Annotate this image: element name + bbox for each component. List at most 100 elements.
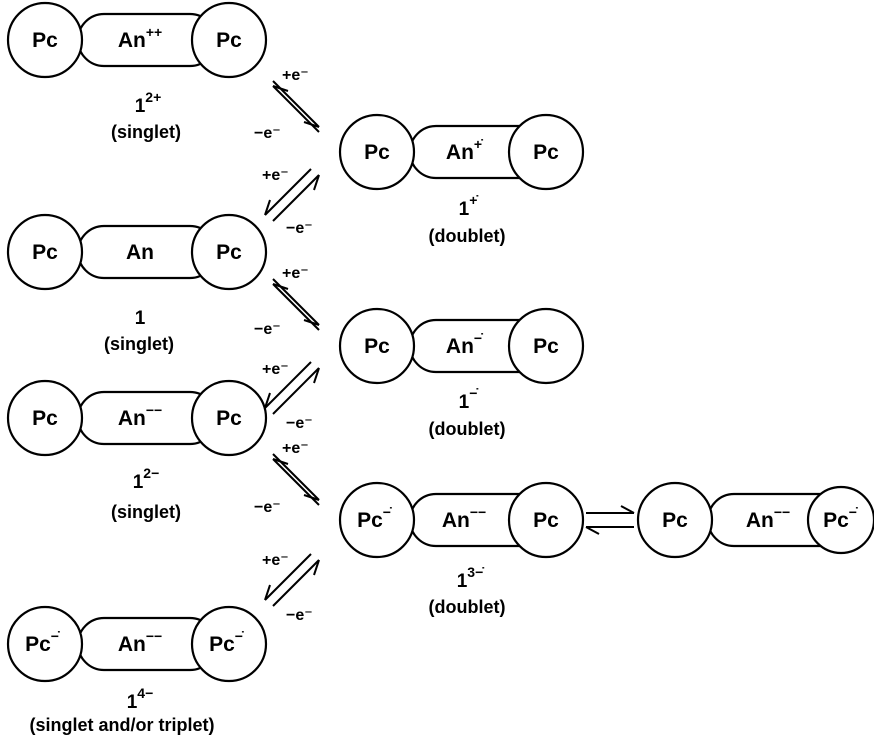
forward-arrow-head (620, 505, 635, 514)
plus-electron-label: +e⁻ (282, 265, 309, 282)
multiplicity-label: (singlet) (104, 334, 174, 354)
plus-electron-label: +e⁻ (262, 361, 289, 378)
minus-electron-label: −e⁻ (286, 607, 313, 624)
species-1-minus: Pc An−̇ Pc 1−̇ (doublet) (338, 307, 585, 439)
pc-left-label: Pc (32, 29, 58, 52)
pc-right-circle (507, 481, 585, 559)
compound-label: 13−̇ (457, 564, 485, 592)
pc-left-label: Pc−̇ (25, 628, 60, 656)
pc-left-label: Pc (364, 335, 390, 358)
pc-right-label: Pc (533, 335, 559, 358)
an-label: An−− (118, 402, 162, 430)
molecule-1-2minus: Pc An−− Pc (6, 379, 268, 457)
tautomer-equilibrium-arrows (585, 505, 635, 535)
molecule-1-4minus: Pc−̇ An−− Pc−̇ (6, 605, 268, 683)
compound-label: 1 (135, 308, 146, 329)
minus-electron-label: −e⁻ (286, 220, 313, 237)
an-label: An−− (746, 504, 790, 532)
pc-left-label: Pc (32, 241, 58, 264)
pc-right-label: Pc (533, 141, 559, 164)
compound-label: 1+̇ (459, 192, 479, 220)
plus-electron-label: +e⁻ (282, 67, 309, 84)
plus-electron-label: +e⁻ (282, 440, 309, 457)
reduction-arrow (264, 361, 312, 409)
reverse-arrow-head (585, 526, 600, 535)
pc-right-circle (190, 605, 268, 683)
multiplicity-label: (singlet) (111, 122, 181, 142)
pc-right-circle (806, 485, 874, 555)
equilibrium-arrows-1: +e⁻ −e⁻ (254, 67, 320, 142)
oxidation-arrow (272, 283, 320, 331)
pc-right-circle (507, 113, 585, 191)
species-1-3minus: Pc−̇ An−− Pc 13−̇ (doublet) (338, 481, 585, 617)
reduction-arrow (264, 168, 312, 216)
an-label: An++ (118, 24, 162, 52)
pc-left-circle (6, 1, 84, 79)
species-1-2minus: Pc An−− Pc 12− (singlet) (6, 379, 268, 522)
species-1-2plus: Pc An++ Pc 12+ (singlet) (6, 1, 268, 142)
species-1-4minus: Pc−̇ An−− Pc−̇ 14− (singlet and/or tripl… (6, 605, 268, 735)
molecule-1-3minus-a: Pc−̇ An−− Pc (338, 481, 585, 559)
oxidation-arrow (272, 458, 320, 506)
pc-right-label: Pc−̇ (823, 504, 858, 532)
an-label: An−− (442, 504, 486, 532)
pc-right-label: Pc (533, 509, 559, 532)
equilibrium-arrows-4: +e⁻ −e⁻ (262, 361, 320, 432)
pc-left-label: Pc (364, 141, 390, 164)
pc-left-circle (6, 605, 84, 683)
pc-left-circle (338, 113, 416, 191)
pc-right-label: Pc−̇ (209, 628, 244, 656)
plus-electron-label: +e⁻ (262, 167, 289, 184)
plus-electron-label: +e⁻ (262, 552, 289, 569)
pc-left-label: Pc (32, 407, 58, 430)
oxidation-arrow (272, 174, 320, 222)
minus-electron-label: −e⁻ (286, 415, 313, 432)
compound-label: 12+ (135, 89, 162, 117)
compound-label: 12− (133, 465, 160, 493)
molecule-1-plus: Pc An+̇ Pc (338, 113, 585, 191)
pc-left-circle (6, 379, 84, 457)
an-label: An (126, 241, 154, 264)
minus-electron-label: −e⁻ (254, 499, 281, 516)
equilibrium-arrows-3: +e⁻ −e⁻ (254, 265, 320, 338)
multiplicity-label: (doublet) (429, 419, 506, 439)
an-label: An+̇ (446, 136, 483, 164)
species-1-plus: Pc An+̇ Pc 1+̇ (doublet) (338, 113, 585, 246)
multiplicity-label: (singlet and/or triplet) (29, 715, 214, 735)
pc-right-circle (190, 379, 268, 457)
pc-right-label: Pc (216, 241, 242, 264)
oxidation-arrow (272, 85, 320, 133)
an-label: An−− (118, 628, 162, 656)
pc-right-circle (190, 1, 268, 79)
reduction-arrow (264, 553, 312, 601)
minus-electron-label: −e⁻ (254, 125, 281, 142)
equilibrium-arrows-6: +e⁻ −e⁻ (262, 552, 320, 624)
molecule-1-3minus-b: Pc An−− Pc−̇ (636, 481, 874, 559)
molecule-1: Pc An Pc (6, 213, 268, 291)
pc-right-circle (190, 213, 268, 291)
molecule-1-2plus: Pc An++ Pc (6, 1, 268, 79)
multiplicity-label: (doublet) (429, 597, 506, 617)
pc-left-circle (6, 213, 84, 291)
pc-left-circle (636, 481, 714, 559)
minus-electron-label: −e⁻ (254, 321, 281, 338)
pc-right-label: Pc (216, 29, 242, 52)
pc-left-label: Pc−̇ (357, 504, 392, 532)
multiplicity-label: (singlet) (111, 502, 181, 522)
pc-left-circle (338, 307, 416, 385)
equilibrium-arrows-5: +e⁻ −e⁻ (254, 440, 320, 516)
oxidation-arrow (272, 367, 320, 415)
equilibrium-arrows-2: +e⁻ −e⁻ (262, 167, 320, 237)
molecule-1-minus: Pc An−̇ Pc (338, 307, 585, 385)
multiplicity-label: (doublet) (429, 226, 506, 246)
pc-right-label: Pc (216, 407, 242, 430)
species-1-3minus-b: Pc An−− Pc−̇ (636, 481, 874, 559)
oxidation-arrow (272, 559, 320, 607)
compound-label: 1−̇ (459, 385, 479, 413)
pc-left-label: Pc (662, 509, 688, 532)
an-label: An−̇ (446, 330, 483, 358)
species-1: Pc An Pc 1 (singlet) (6, 213, 268, 354)
pc-right-circle (507, 307, 585, 385)
